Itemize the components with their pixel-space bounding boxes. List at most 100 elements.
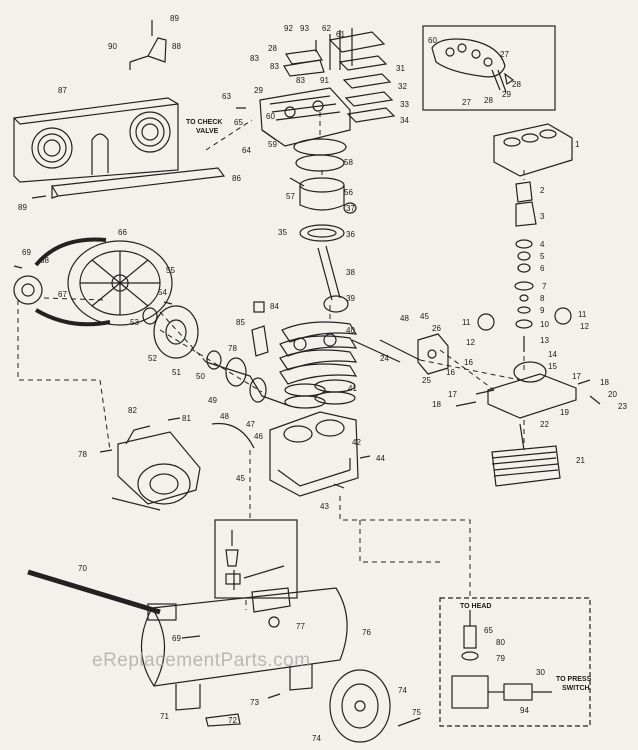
- part-label-67: 67: [58, 290, 67, 299]
- part-label-27: 27: [500, 50, 509, 59]
- part-label-73: 73: [250, 698, 259, 707]
- part-label-71: 71: [160, 712, 169, 721]
- part-label-28c: 28: [484, 96, 493, 105]
- part-label-43: 43: [320, 502, 329, 511]
- connecting-rod: [317, 245, 349, 313]
- part-label-26: 26: [432, 324, 441, 333]
- pulley-hub: [153, 305, 199, 359]
- part-label-78: 78: [228, 344, 237, 353]
- part-label-74b: 74: [312, 734, 321, 743]
- part-label-41: 41: [348, 384, 357, 393]
- note-to-press: TO PRESS: [556, 676, 592, 683]
- v-belt: [34, 237, 111, 327]
- part-label-83b: 83: [270, 62, 279, 71]
- part-label-76: 76: [362, 628, 371, 637]
- axle-bolt: [397, 717, 421, 727]
- part-label-55: 55: [166, 266, 175, 275]
- part-label-23: 23: [618, 402, 627, 411]
- part-label-29b: 29: [502, 90, 511, 99]
- part-label-20: 20: [608, 390, 617, 399]
- part-label-47: 47: [246, 420, 255, 429]
- part-label-52: 52: [148, 354, 157, 363]
- part-label-9: 9: [540, 306, 545, 315]
- part-label-45: 45: [420, 312, 429, 321]
- crankshaft: [205, 357, 291, 407]
- inset-box-tank-fitting: [214, 519, 298, 599]
- support-bracket: [51, 167, 226, 199]
- part-label-62: 62: [322, 24, 331, 33]
- part-label-28b: 28: [512, 80, 521, 89]
- regulator-cover: [493, 123, 573, 177]
- part-label-42: 42: [352, 438, 361, 447]
- part-label-49: 49: [208, 396, 217, 405]
- part-label-69: 69: [22, 248, 31, 257]
- part-label-35: 35: [278, 228, 287, 237]
- part-label-80: 80: [496, 638, 505, 647]
- part-label-51: 51: [172, 368, 181, 377]
- part-label-64: 64: [242, 146, 251, 155]
- head-bolts: [315, 28, 353, 70]
- part-label-5: 5: [540, 252, 545, 261]
- part-label-10: 10: [540, 320, 549, 329]
- part-label-93: 93: [300, 24, 309, 33]
- part-label-90: 90: [108, 42, 117, 51]
- part-label-33: 33: [400, 100, 409, 109]
- part-label-24: 24: [380, 354, 389, 363]
- inset-box-pressure-line: [439, 597, 591, 727]
- part-label-89b: 89: [18, 203, 27, 212]
- key-washer: [142, 307, 158, 325]
- cylinder-gaskets: [284, 379, 356, 409]
- part-label-29: 29: [254, 86, 263, 95]
- part-label-6: 6: [540, 264, 545, 273]
- part-label-44: 44: [376, 454, 385, 463]
- part-label-59: 59: [268, 140, 277, 149]
- part-label-85: 85: [236, 318, 245, 327]
- handle-bar: [27, 569, 161, 615]
- part-label-18: 18: [600, 378, 609, 387]
- valve-plate-inset-part: [431, 38, 515, 93]
- piston: [299, 177, 357, 214]
- part-label-22: 22: [540, 420, 549, 429]
- part-label-3: 3: [540, 212, 545, 221]
- piston-rings: [293, 138, 347, 172]
- part-label-11b: 11: [578, 310, 587, 319]
- wheel: [329, 669, 391, 743]
- part-label-16b: 16: [446, 368, 455, 377]
- part-label-8: 8: [540, 294, 545, 303]
- tank-feet: [175, 664, 313, 727]
- part-label-34: 34: [400, 116, 409, 125]
- note-to-check: TO CHECK: [186, 119, 223, 126]
- part-label-65b: 65: [484, 626, 493, 635]
- small-fasteners: [13, 107, 601, 699]
- part-label-84: 84: [270, 302, 279, 311]
- part-label-12: 12: [580, 322, 589, 331]
- motor-pulley: [13, 275, 43, 305]
- part-label-7: 7: [542, 282, 547, 291]
- part-label-27b: 27: [462, 98, 471, 107]
- flywheel: [67, 240, 173, 326]
- air-tank: [140, 587, 348, 687]
- part-label-58: 58: [344, 158, 353, 167]
- dipstick: [351, 339, 401, 363]
- breather-cap: [251, 301, 269, 357]
- part-label-15: 15: [548, 362, 557, 371]
- crankcase: [269, 411, 359, 497]
- tank-fitting-inset-part: [225, 530, 285, 590]
- part-label-1: 1: [575, 140, 580, 149]
- part-label-4: 4: [540, 240, 545, 249]
- part-label-78b: 78: [78, 450, 87, 459]
- part-label-69b: 69: [172, 634, 181, 643]
- part-label-2: 2: [540, 186, 545, 195]
- part-label-18b: 18: [432, 400, 441, 409]
- part-label-37: 37: [346, 204, 355, 213]
- note-switch: SWITCH: [562, 685, 590, 692]
- part-label-45b: 45: [236, 474, 245, 483]
- part-label-38: 38: [346, 268, 355, 277]
- connection-lines: [17, 112, 525, 610]
- part-label-65: 65: [234, 118, 243, 127]
- part-label-13: 13: [540, 336, 549, 345]
- wrist-pin: [289, 177, 305, 187]
- part-label-50: 50: [196, 372, 205, 381]
- part-label-17b: 17: [448, 390, 457, 399]
- part-label-83c: 83: [296, 76, 305, 85]
